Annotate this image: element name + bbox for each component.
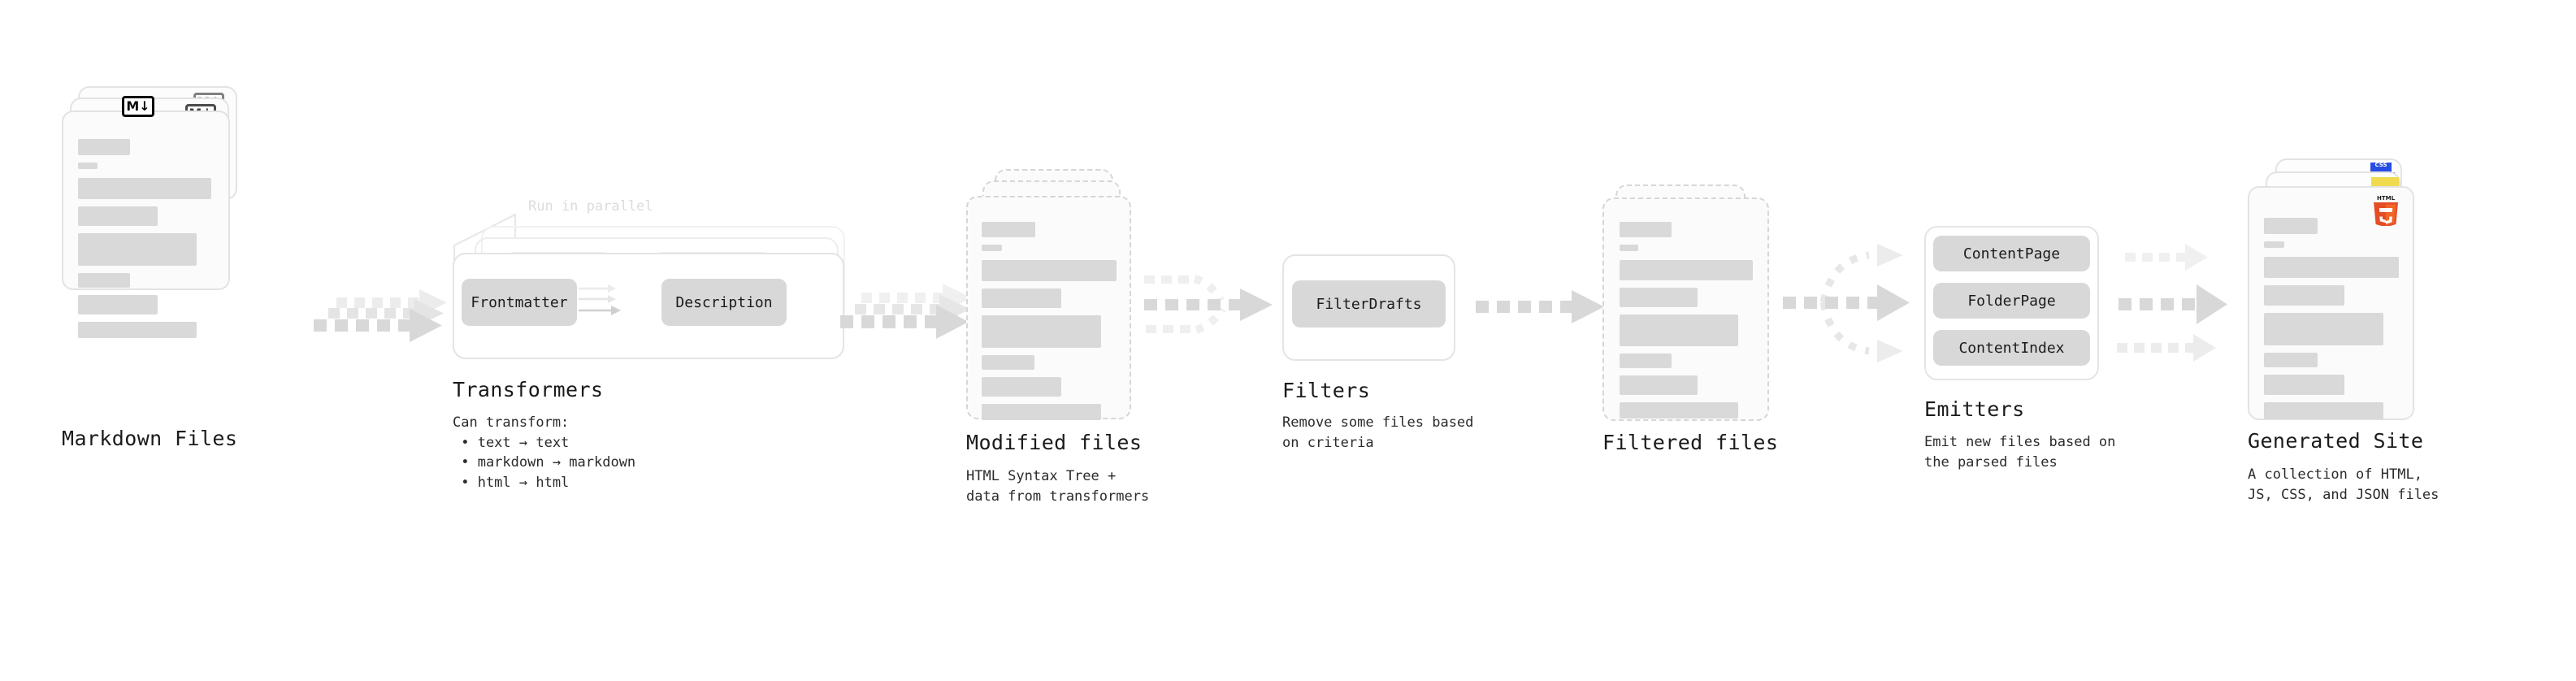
markdown-file-content-lines	[78, 139, 215, 345]
modified-files-subtitle: HTML Syntax Tree + data from transformer…	[966, 468, 1150, 505]
arrow-emitters-to-site	[2114, 229, 2260, 380]
emitters-subtitle: Emit new files based on the parsed files	[1924, 434, 2116, 471]
generated-site-content-lines	[2264, 218, 2402, 427]
arrow-filtered-to-emitters	[1781, 228, 1928, 378]
filters-subtitle: Remove some files based on criteria	[1282, 414, 1474, 451]
emitter-chip-folderpage[interactable]: FolderPage	[1933, 283, 2090, 319]
arrow-transformers-to-modified	[829, 260, 975, 366]
run-in-parallel-label: Run in parallel	[528, 198, 653, 215]
arrow-modified-to-filters	[1136, 268, 1290, 366]
css3-logo: CSS	[2370, 163, 2392, 173]
arrow-markdown-to-transformers	[306, 268, 460, 366]
filtered-file-content-lines	[1620, 222, 1758, 426]
emitters-title: Emitters	[1924, 397, 2025, 421]
svg-text:HTML: HTML	[2377, 195, 2396, 202]
transformers-title: Transformers	[453, 378, 604, 401]
transformer-chip-frontmatter[interactable]: Frontmatter	[462, 279, 577, 326]
generated-site-subtitle: A collection of HTML, JS, CSS, and JSON …	[2248, 466, 2439, 503]
transformer-chip-description[interactable]: Description	[661, 279, 787, 326]
filter-chip-filterdrafts[interactable]: FilterDrafts	[1292, 280, 1446, 327]
arrow-filters-to-filtered	[1469, 280, 1607, 345]
filters-title: Filters	[1282, 379, 1371, 402]
modified-file-content-lines	[982, 222, 1120, 427]
filtered-files-title: Filtered files	[1602, 431, 1779, 454]
modified-files-title: Modified files	[966, 431, 1143, 454]
generated-site-title: Generated Site	[2248, 429, 2424, 453]
html5-logo: HTML	[2372, 193, 2400, 228]
emitter-chip-contentindex[interactable]: ContentIndex	[1933, 330, 2090, 366]
transformers-subtitle: Can transform: • text → text • markdown …	[453, 414, 636, 491]
transformer-internal-arrows	[577, 276, 666, 333]
markdown-files-title: Markdown Files	[62, 427, 238, 450]
emitter-chip-contentpage[interactable]: ContentPage	[1933, 236, 2090, 271]
markdown-logo-front: M↓	[122, 96, 154, 117]
